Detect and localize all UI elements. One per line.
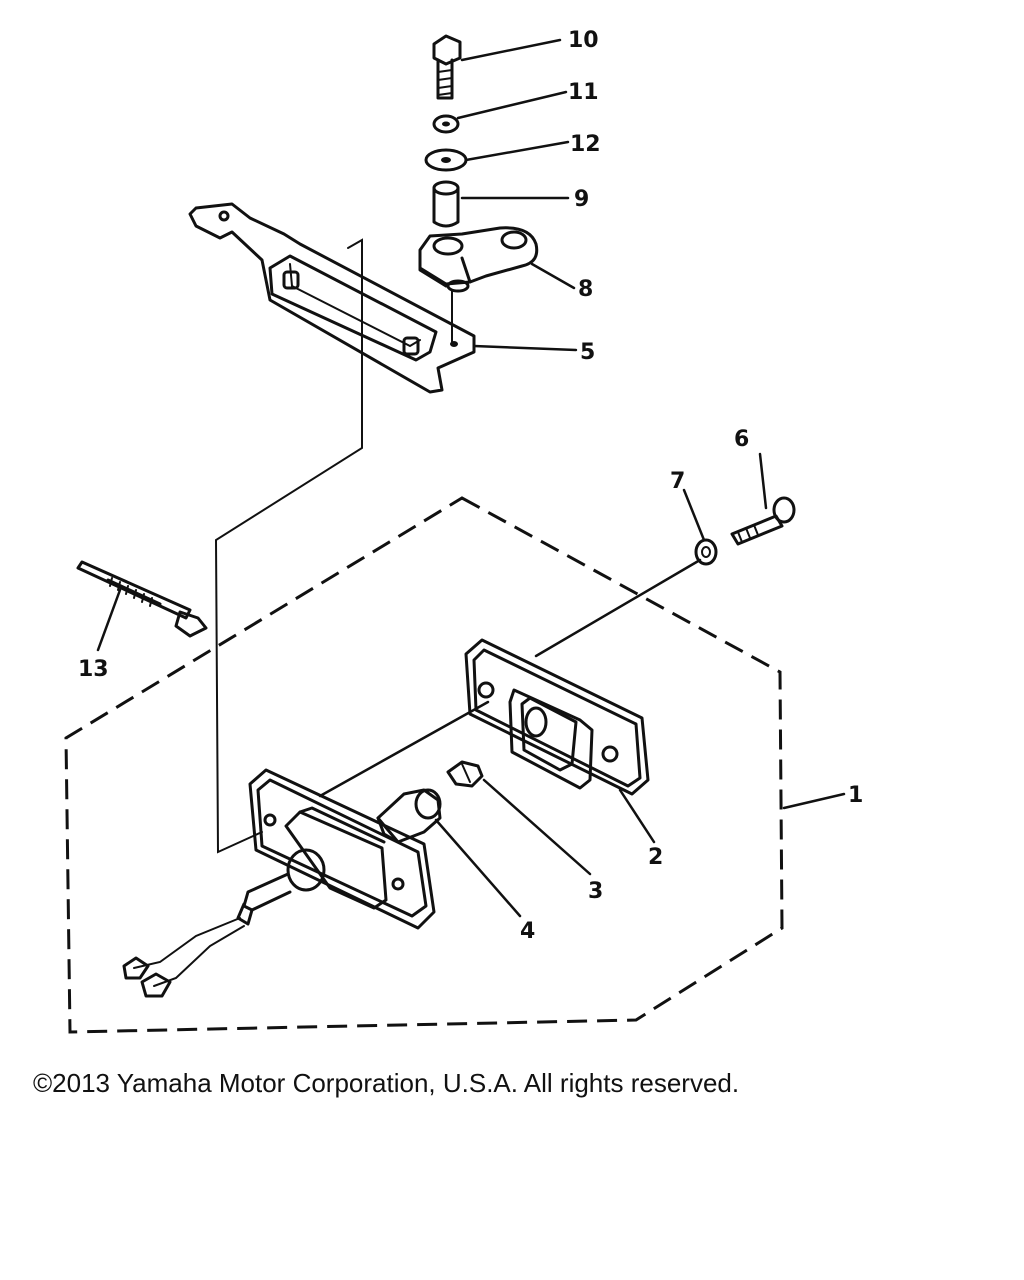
lamp-base-icon <box>122 768 436 998</box>
callout-10: 10 <box>568 28 599 53</box>
cable-tie-icon <box>76 560 208 638</box>
bolt-icon <box>432 34 462 100</box>
bulb-socket-icon <box>376 788 442 844</box>
assembly-boundary <box>64 496 784 1034</box>
screw-icon <box>730 496 796 546</box>
callout-12: 12 <box>570 132 601 157</box>
lamp-lens-icon <box>464 638 650 796</box>
callout-9: 9 <box>574 187 589 212</box>
nut-icon <box>694 538 718 566</box>
callout-5: 5 <box>580 340 595 365</box>
bracket-icon <box>188 202 476 394</box>
callout-3: 3 <box>588 879 603 904</box>
copyright-notice: ©2013 Yamaha Motor Corporation, U.S.A. A… <box>33 1068 740 1098</box>
callout-7: 7 <box>670 469 685 494</box>
callout-2: 2 <box>648 845 663 870</box>
leader-lines <box>96 38 846 918</box>
callout-11: 11 <box>568 80 599 105</box>
callout-13: 13 <box>78 657 109 682</box>
callout-6: 6 <box>734 427 749 452</box>
spring-washer-icon <box>432 114 460 134</box>
plain-washer-icon <box>424 148 468 172</box>
callout-8: 8 <box>578 277 593 302</box>
collar-icon <box>432 180 460 228</box>
callout-labels: 10 11 12 9 8 5 6 7 13 1 2 3 4 <box>78 28 863 944</box>
callout-1: 1 <box>848 783 863 808</box>
clamp-bracket-icon <box>418 226 539 293</box>
harness-guide-line <box>214 238 363 854</box>
bulb-small-icon <box>446 760 484 788</box>
callout-4: 4 <box>520 919 535 944</box>
